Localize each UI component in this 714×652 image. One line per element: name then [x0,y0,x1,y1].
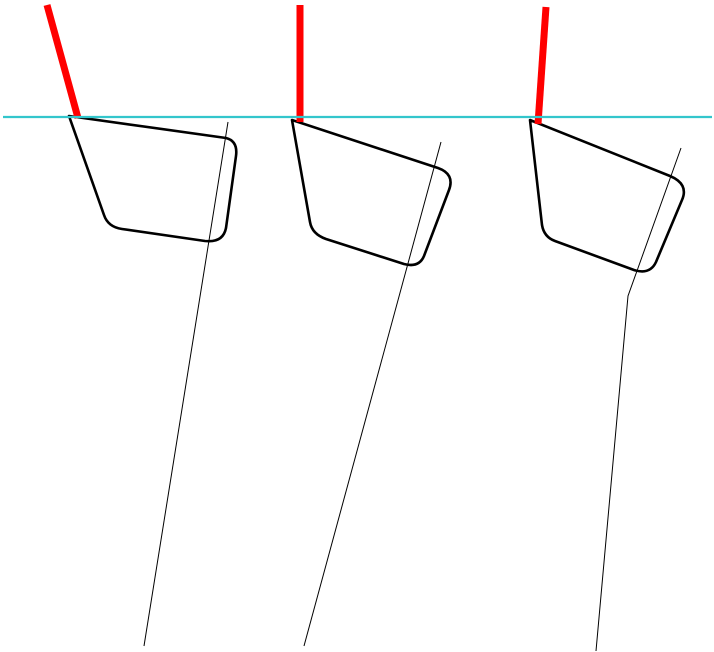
indicator-bar-3 [534,6,550,125]
figure-3 [528,6,686,652]
axis-line-3 [595,147,682,652]
body-outline-1 [67,114,238,243]
axis-line-1 [143,121,229,647]
figure-1 [43,4,238,647]
indicator-bar-1 [43,4,82,119]
body-outline-2 [290,118,452,267]
body-outline-3 [528,118,686,273]
figure-2 [290,5,452,647]
axis-line-2 [303,141,442,647]
